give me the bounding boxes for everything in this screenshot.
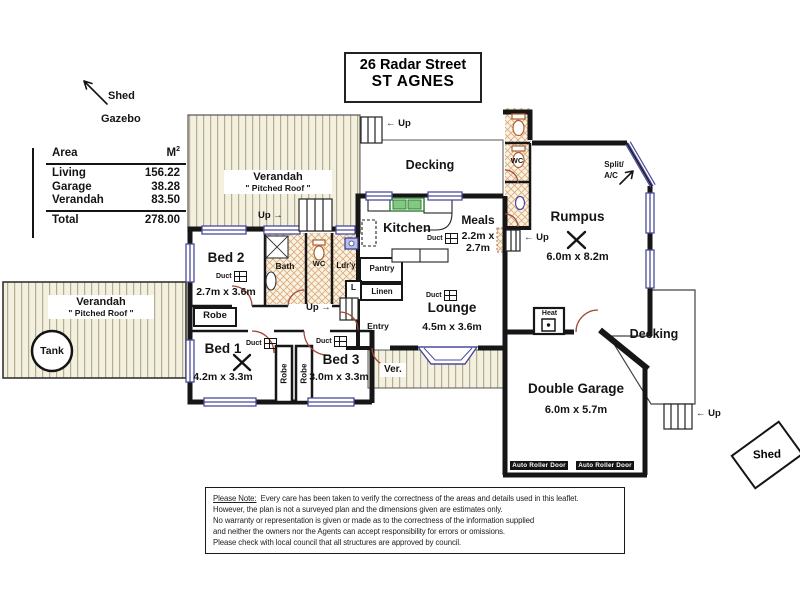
robe-label-vertical: Robe (279, 364, 289, 384)
room-dims-rumpus: 6.0m x 8.2m (546, 251, 609, 263)
duct-icon (443, 290, 457, 301)
room-label-decking-right: Decking (629, 327, 679, 341)
room-label-garage: Double Garage (527, 381, 625, 396)
room-label-wc-rear: WC (510, 156, 524, 165)
duct-label: Duct (316, 336, 347, 347)
up-label: ← Up (696, 408, 721, 419)
windows (185, 141, 656, 407)
area-row-value: 83.50 (151, 194, 180, 207)
duct-icon (263, 338, 277, 349)
room-label-linen-abbrev: L (350, 282, 357, 292)
robe-label: Robe (203, 310, 227, 321)
split-ac-label: A/C (604, 171, 618, 180)
up-label: Up → (306, 302, 331, 313)
room-dims-bed2: 2.7m x 3.6m (196, 286, 256, 298)
room-label-meals: Meals 2.2m x 2.7m (461, 213, 495, 254)
room-label-bed3: Bed 3 (322, 352, 360, 367)
room-label-bath: Bath (275, 261, 295, 271)
duct-icon (233, 271, 247, 282)
ceiling-fan-icons (232, 230, 587, 372)
room-dims-bed3: 3.0m x 3.3m (309, 371, 369, 383)
area-table-rule (46, 209, 186, 212)
area-row-label: Garage (52, 180, 92, 193)
shed-bottom-label: Shed (752, 448, 782, 462)
duct-label: Duct (216, 271, 247, 282)
note-line: Every care has been taken to verify the … (260, 494, 579, 503)
title-box: 26 Radar Street ST AGNES (344, 52, 482, 103)
up-label: Up → (258, 210, 283, 221)
room-label-kitchen: Kitchen (383, 220, 431, 235)
fixtures (265, 113, 526, 291)
area-total-value: 278.00 (144, 213, 180, 226)
duct-icon (444, 233, 458, 244)
duct-label: Duct (426, 290, 457, 301)
heat-label: Heat (541, 310, 558, 317)
title-suburb: ST AGNES (371, 73, 455, 90)
room-label-bed2: Bed 2 (207, 250, 245, 265)
up-label: ← Up (386, 118, 411, 129)
arrows (83, 80, 634, 185)
note-line: Please check with local council that all… (213, 538, 462, 548)
area-total-label: Total (52, 213, 79, 226)
room-label-entry: Entry (367, 321, 389, 331)
room-dims-garage: 6.0m x 5.7m (544, 404, 608, 416)
ver-abbrev-label: Ver. (380, 363, 406, 377)
area-row-label: Verandah (52, 194, 104, 207)
area-row-value: 156.22 (144, 167, 180, 180)
area-row-value: 38.28 (151, 180, 180, 193)
room-label-pantry: Pantry (369, 264, 395, 273)
area-table-rule (46, 163, 186, 165)
room-label-laundry: Ldr'y (336, 261, 356, 270)
stairs (298, 116, 693, 430)
gazebo-label: Gazebo (101, 113, 141, 125)
duct-label: Duct (427, 233, 458, 244)
area-table: Area M2 Living 156.22 Garage 38.28 Veran… (28, 146, 186, 238)
room-label-linen: Linen (371, 287, 393, 296)
room-label-lounge: Lounge (427, 300, 477, 315)
area-table-col-unit: M2 (166, 146, 181, 160)
room-label-bed1: Bed 1 (204, 341, 242, 356)
room-label-verandah-top: Verandah " Pitched Roof " (224, 170, 332, 195)
auto-roller-door-label: Auto Roller Door (510, 461, 568, 470)
bay-window (416, 346, 479, 365)
note-line: No warranty or representation is given o… (213, 516, 535, 526)
tank-circle (30, 329, 74, 373)
room-dims-lounge: 4.5m x 3.6m (422, 321, 482, 333)
area-row-label: Living (52, 167, 86, 180)
area-table-rule (32, 148, 34, 238)
title-address: 26 Radar Street (359, 57, 467, 73)
room-label-decking-top: Decking (405, 158, 455, 172)
note-line: and neither the owners nor the Agents ca… (213, 527, 505, 537)
duct-icon (333, 336, 347, 347)
duct-label: Duct (246, 338, 277, 349)
auto-roller-door-label: Auto Roller Door (576, 461, 634, 470)
room-label-verandah-left: Verandah " Pitched Roof " (48, 295, 154, 320)
area-table-col-area: Area (52, 146, 78, 159)
room-label-wc: WC (312, 259, 326, 268)
closets (193, 257, 566, 404)
room-label-rumpus: Rumpus (550, 209, 605, 224)
note-heading: Please Note: (213, 494, 257, 503)
room-dims-bed1: 4.2m x 3.3m (193, 371, 253, 383)
note-line: However, the plan is not a surveyed plan… (213, 505, 503, 515)
shed-top-label: Shed (108, 90, 135, 102)
disclaimer-note: Please Note: Every care has been taken t… (205, 487, 625, 555)
split-ac-label: Split/ (604, 160, 624, 169)
up-label: ← Up (524, 232, 549, 243)
tank-label: Tank (40, 345, 64, 357)
